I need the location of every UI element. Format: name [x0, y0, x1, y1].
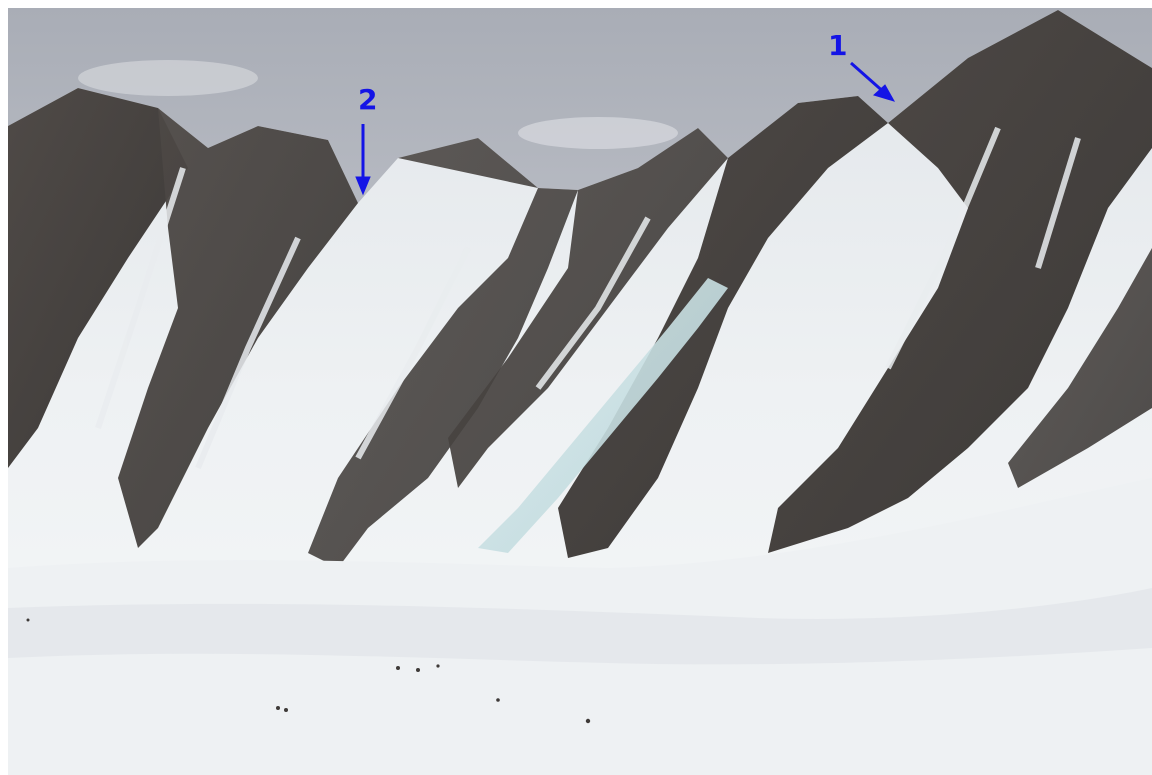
marker-arrow-2 — [355, 124, 371, 196]
landscape-illustration — [8, 8, 1152, 775]
icefall — [478, 278, 728, 553]
marker-label-2: 2 — [358, 83, 378, 116]
glacier-shadow — [8, 588, 1152, 665]
mountain-photo: 1 2 — [8, 8, 1152, 775]
cloud — [78, 60, 258, 96]
snow-couloirs — [95, 126, 1081, 470]
cloud — [518, 117, 678, 149]
rock-faces — [8, 10, 1152, 568]
glacier-rocks — [26, 618, 591, 724]
marker-label-1: 1 — [828, 29, 848, 62]
marker-arrow-1 — [850, 61, 896, 102]
